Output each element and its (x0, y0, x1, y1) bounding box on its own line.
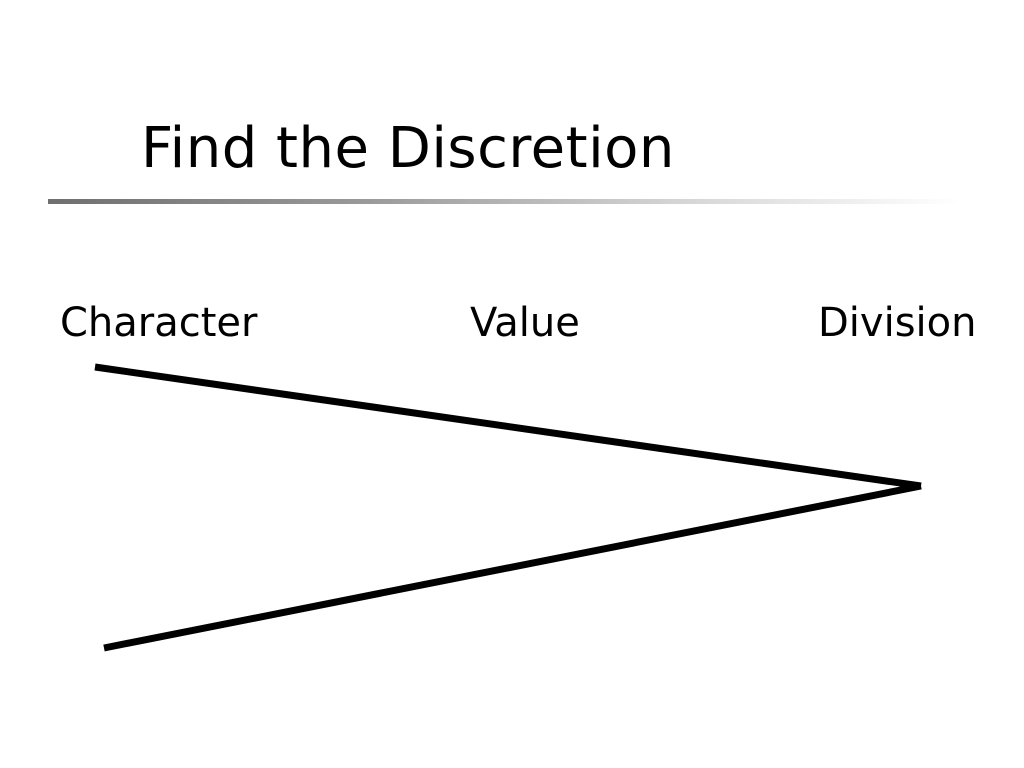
slide-title: Find the Discretion (141, 116, 675, 181)
label-division: Division (818, 300, 977, 346)
label-value: Value (470, 300, 580, 346)
label-character: Character (60, 300, 258, 346)
upper-diagonal-line (94, 363, 922, 490)
title-divider (48, 199, 960, 204)
lower-diagonal-line (103, 482, 922, 652)
